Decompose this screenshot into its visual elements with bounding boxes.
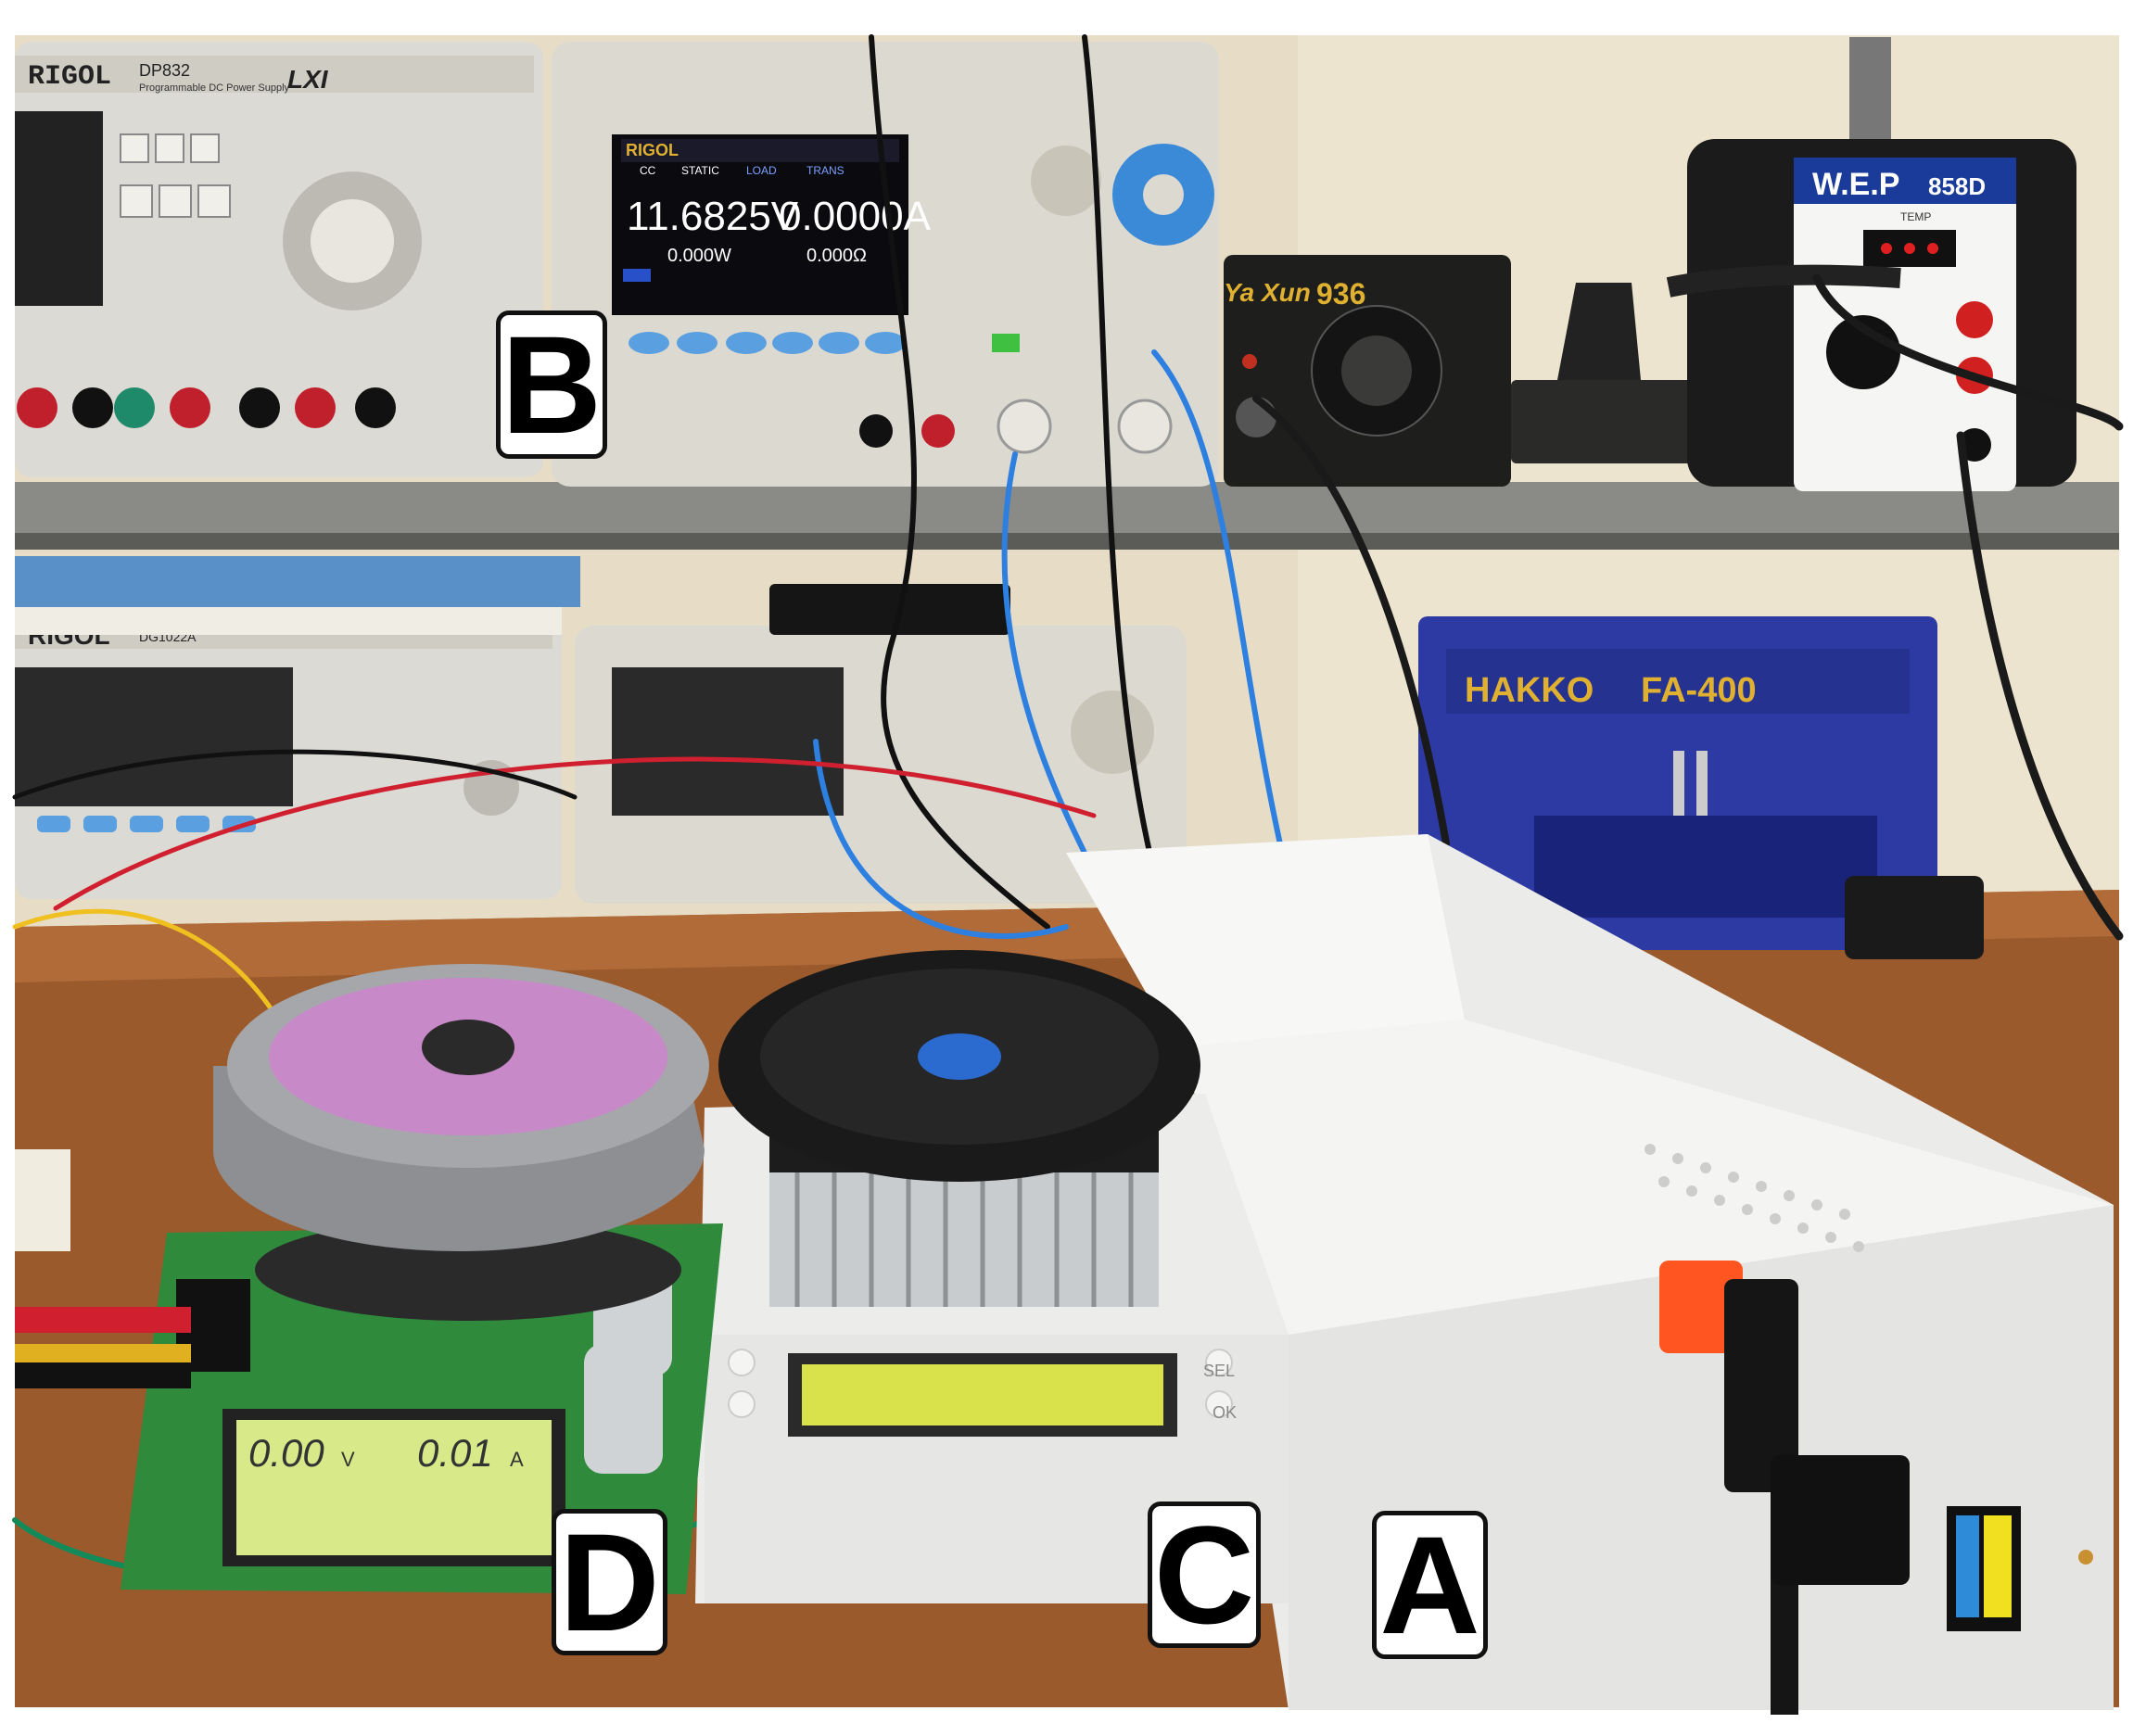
dl3021-electronic-load: RIGOL CC STATIC LOAD TRANS 11.6825V 0.00…	[552, 42, 1219, 487]
dl3021-voltage: 11.6825V	[627, 194, 799, 239]
label-a: A	[1372, 1511, 1488, 1659]
wep-model: 858D	[1928, 172, 1986, 200]
wep-brand: W.E.P	[1812, 167, 1899, 202]
dl3021-tab-static: STATIC	[681, 164, 719, 177]
load-c-sel-label: SEL	[1203, 1362, 1235, 1380]
dl3021-current: 0.0000A	[779, 194, 932, 239]
dl3021-resistance: 0.000Ω	[806, 246, 867, 266]
dp832-model: DP832	[139, 61, 190, 80]
load-d-voltage: 0.00	[248, 1431, 324, 1475]
hakko-model: FA-400	[1641, 671, 1757, 710]
wep-858d-hot-air-station: W.E.P 858D TEMP	[1687, 139, 2076, 491]
hakko-fa400-fume-extractor: HAKKO FA-400	[1418, 616, 1984, 959]
load-a-enclosure	[1066, 834, 2114, 1715]
dl3021-tab-cc: CC	[640, 164, 656, 177]
label-d-text: D	[559, 1504, 660, 1660]
dl3021-power: 0.000W	[667, 246, 731, 266]
lower-center-instrument	[575, 626, 1187, 904]
label-a-text: A	[1379, 1507, 1480, 1663]
yaxun-brand: Ya Xun	[1224, 278, 1311, 307]
dp832-brand: RIGOL	[28, 61, 111, 93]
label-c: C	[1148, 1502, 1261, 1648]
load-d-board: 0.00 V 0.01 A	[15, 964, 723, 1594]
label-b-text: B	[501, 307, 603, 463]
dp832-subtitle: Programmable DC Power Supply	[139, 82, 290, 94]
dp832-logo: LXI	[287, 65, 329, 94]
dl3021-tab-load: LOAD	[746, 164, 777, 177]
wep-temp-label: TEMP	[1900, 210, 1931, 223]
load-c-ok-label: OK	[1213, 1403, 1237, 1422]
dp832-power-supply: RIGOL DP832 Programmable DC Power Supply…	[15, 42, 543, 477]
breadboard	[15, 1149, 70, 1251]
yaxun-model: 936	[1316, 277, 1365, 310]
label-d: D	[552, 1509, 667, 1655]
yaxun-936-soldering-station: Ya Xun 936	[1224, 255, 1511, 487]
load-c-enclosure: SEL OK	[695, 950, 1289, 1603]
dl3021-tab-trans: TRANS	[806, 164, 844, 177]
load-d-current: 0.01	[417, 1431, 493, 1475]
label-b: B	[496, 310, 607, 459]
load-d-current-unit: A	[510, 1448, 524, 1471]
load-d-voltage-unit: V	[341, 1448, 355, 1471]
label-c-text: C	[1153, 1497, 1255, 1653]
dl3021-brand: RIGOL	[626, 141, 679, 159]
hakko-brand: HAKKO	[1465, 671, 1594, 710]
